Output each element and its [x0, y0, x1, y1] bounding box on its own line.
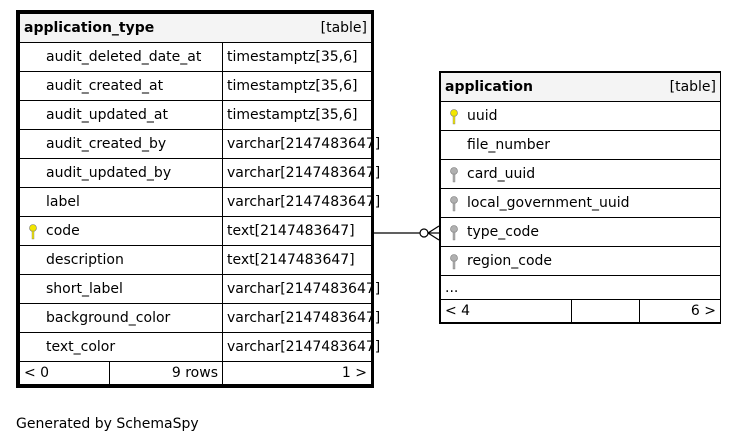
column-name: region_code [439, 246, 722, 276]
generated-by-text: Generated by SchemaSpy [16, 416, 199, 432]
primary-key-icon [29, 224, 37, 240]
column-name-text: local_government_uuid [467, 195, 630, 211]
column-name-text: file_number [467, 137, 550, 153]
column-name: audit_updated_at [19, 100, 223, 130]
column-type: varchar[2147483647] [221, 129, 380, 159]
column-type: text[2147483647] [221, 216, 373, 246]
footer-parents: < 4 [440, 299, 572, 323]
column-row: type_code [439, 217, 722, 247]
column-name-text: card_uuid [467, 166, 536, 182]
table-kind: [table] [320, 20, 368, 36]
column-name: file_number [439, 130, 722, 160]
column-name: uuid [439, 101, 722, 131]
foreign-key-icon [450, 225, 458, 241]
foreign-key-icon [450, 196, 458, 212]
column-name: label [19, 187, 223, 217]
column-type: varchar[2147483647] [221, 332, 380, 362]
column-name: card_uuid [439, 159, 722, 189]
column-name-text: background_color [46, 310, 171, 326]
column-name-text: text_color [46, 339, 116, 355]
column-name-text: audit_created_at [46, 78, 164, 94]
table-name: application [445, 79, 533, 95]
footer-children: 6 > [638, 299, 722, 323]
column-row: local_government_uuid [439, 188, 722, 218]
column-name: description [19, 245, 223, 275]
column-name: audit_created_at [19, 71, 223, 101]
footer-children: 1 > [221, 361, 373, 385]
column-row: audit_created_by varchar[2147483647] [19, 129, 380, 159]
column-row: audit_deleted_date_at timestamptz[35,6] [19, 42, 373, 72]
column-row: card_uuid [439, 159, 722, 189]
column-row: short_label varchar[2147483647] [19, 274, 380, 304]
column-name-text: audit_updated_at [46, 107, 169, 123]
column-type: varchar[2147483647] [221, 274, 380, 304]
column-name: audit_created_by [19, 129, 223, 159]
foreign-key-icon [450, 167, 458, 183]
table-footer: < 0 9 rows 1 > [19, 361, 373, 385]
column-name: audit_updated_by [19, 158, 223, 188]
more-columns-ellipsis: ... [439, 275, 722, 300]
table-application[interactable]: application [table] uuid file_number card_… [439, 71, 722, 324]
column-row: background_color varchar[2147483647] [19, 303, 380, 333]
column-row: region_code [439, 246, 722, 276]
column-row: text_color varchar[2147483647] [19, 332, 380, 362]
column-type: text[2147483647] [221, 245, 373, 275]
column-name-text: region_code [467, 253, 553, 269]
table-footer: < 4 6 > [440, 299, 722, 323]
column-name: background_color [19, 303, 223, 333]
column-name-text: type_code [467, 224, 540, 240]
footer-rows: 9 rows [109, 361, 223, 385]
column-name: type_code [439, 217, 722, 247]
column-name: local_government_uuid [439, 188, 722, 218]
column-row: label varchar[2147483647] [19, 187, 380, 217]
table-header: application_type [table] [18, 13, 373, 43]
relationship-optional-circle [419, 228, 429, 238]
footer-rows [571, 299, 640, 323]
column-type: varchar[2147483647] [221, 158, 380, 188]
primary-key-icon [450, 109, 458, 125]
table-name: application_type [24, 20, 155, 36]
column-name: code [19, 216, 223, 246]
column-name-text: short_label [46, 281, 123, 297]
table-kind: [table] [669, 79, 717, 95]
column-type: timestamptz[35,6] [221, 100, 373, 130]
crowfoot-lower [427, 232, 440, 241]
column-name-text: label [46, 194, 80, 210]
column-name-text: audit_updated_by [46, 165, 172, 181]
column-name-text: description [46, 252, 124, 268]
column-name-text: uuid [467, 108, 498, 124]
column-name-text: audit_created_by [46, 136, 167, 152]
table-application-type[interactable]: application_type [table] audit_deleted_d… [16, 10, 380, 388]
column-row: code text[2147483647] [19, 216, 373, 246]
column-row: file_number [439, 130, 722, 160]
column-type: varchar[2147483647] [221, 303, 380, 333]
column-row: audit_updated_at timestamptz[35,6] [19, 100, 373, 130]
column-row: uuid [439, 101, 722, 131]
column-name-text: audit_deleted_date_at [46, 49, 202, 65]
foreign-key-icon [450, 254, 458, 270]
column-row: description text[2147483647] [19, 245, 373, 275]
column-name: text_color [19, 332, 223, 362]
footer-parents: < 0 [19, 361, 110, 385]
column-type: varchar[2147483647] [221, 187, 380, 217]
column-name: short_label [19, 274, 223, 304]
column-name: audit_deleted_date_at [19, 42, 223, 72]
table-header: application [table] [439, 72, 722, 102]
crowfoot-upper [427, 225, 440, 234]
column-type: timestamptz[35,6] [221, 42, 373, 72]
column-row: audit_updated_by varchar[2147483647] [19, 158, 380, 188]
column-row: audit_created_at timestamptz[35,6] [19, 71, 373, 101]
column-name-text: code [46, 223, 80, 239]
column-type: timestamptz[35,6] [221, 71, 373, 101]
